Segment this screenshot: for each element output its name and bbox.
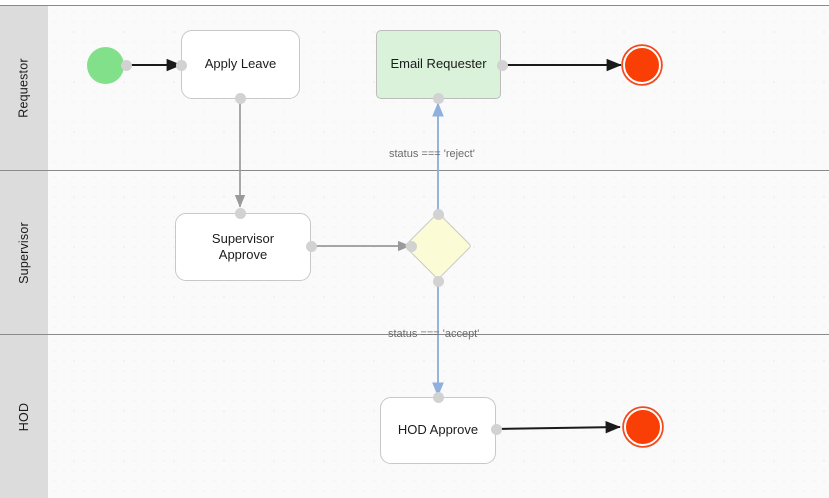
task-label-supervisor-approve: Supervisor Approve bbox=[211, 230, 275, 262]
task-label-apply-leave: Apply Leave bbox=[204, 56, 277, 72]
lane-label-hod: HOD bbox=[16, 402, 31, 431]
exclusive-gateway[interactable] bbox=[404, 212, 472, 280]
port-email-requester-bottom[interactable] bbox=[433, 93, 444, 104]
port-start-event-right[interactable] bbox=[121, 60, 132, 71]
task-hod-approve[interactable]: HOD Approve bbox=[380, 397, 496, 464]
edge-label-reject: status === 'reject' bbox=[389, 148, 475, 160]
lane-label-supervisor: Supervisor bbox=[17, 221, 31, 284]
port-supervisor-approve-top[interactable] bbox=[235, 208, 246, 219]
port-gateway-top[interactable] bbox=[433, 209, 444, 220]
lane-label-requestor: Requestor bbox=[17, 58, 32, 118]
lane-header-supervisor[interactable]: Supervisor bbox=[0, 170, 48, 334]
port-gateway-bottom[interactable] bbox=[433, 276, 444, 287]
task-label-email-requester: Email Requester bbox=[390, 56, 487, 72]
task-label-hod-approve: HOD Approve bbox=[397, 422, 479, 438]
lane-header-hod[interactable]: HOD bbox=[0, 334, 48, 498]
lane-header-requestor[interactable]: Requestor bbox=[0, 6, 48, 170]
port-email-requester-right[interactable] bbox=[497, 60, 508, 71]
port-hod-approve-right[interactable] bbox=[491, 424, 502, 435]
edge-label-accept: status === 'accept' bbox=[388, 328, 480, 340]
task-apply-leave[interactable]: Apply Leave bbox=[181, 30, 300, 99]
port-apply-leave-left[interactable] bbox=[176, 60, 187, 71]
task-supervisor-approve[interactable]: Supervisor Approve bbox=[175, 213, 311, 281]
start-event[interactable] bbox=[87, 47, 124, 84]
end-event-requestor[interactable] bbox=[623, 46, 661, 84]
port-gateway-left[interactable] bbox=[406, 241, 417, 252]
task-email-requester[interactable]: Email Requester bbox=[376, 30, 501, 99]
port-supervisor-approve-right[interactable] bbox=[306, 241, 317, 252]
end-event-hod[interactable] bbox=[624, 408, 662, 446]
port-apply-leave-bottom[interactable] bbox=[235, 93, 246, 104]
port-hod-approve-top[interactable] bbox=[433, 392, 444, 403]
